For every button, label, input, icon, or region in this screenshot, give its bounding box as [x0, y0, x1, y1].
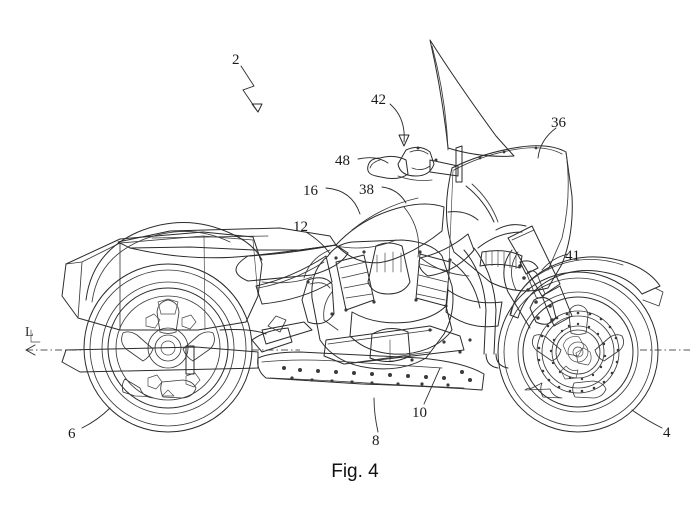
numeral-4: 4 [663, 425, 671, 441]
rider-seat [117, 227, 349, 284]
frame-rails [261, 247, 509, 369]
reference-numeral-labels: 2 42 36 48 16 38 12 41 6 8 10 4 [68, 52, 671, 449]
front-fairing [429, 39, 573, 328]
numeral-6: 6 [68, 426, 76, 442]
axis-label-L: L [25, 325, 34, 340]
leader-lines [81, 65, 663, 433]
v-twin-engine [301, 239, 472, 370]
numeral-16: 16 [303, 183, 319, 199]
upper-linkage [447, 183, 499, 223]
front-wheel [497, 271, 659, 433]
numeral-48: 48 [335, 153, 350, 169]
numeral-42: 42 [371, 92, 386, 108]
front-fork [477, 224, 573, 329]
exhaust-system [257, 325, 485, 391]
brake-disc-perforations [537, 311, 620, 393]
numeral-41: 41 [565, 248, 580, 264]
swingarm [61, 329, 267, 375]
front-fender [509, 256, 664, 319]
numeral-2: 2 [232, 52, 240, 68]
rear-fender [85, 221, 263, 303]
heat-shield-rivets [282, 366, 472, 387]
numeral-38: 38 [359, 182, 374, 198]
cooling-fin-hatch [376, 251, 402, 273]
handlebar-assembly [367, 145, 463, 183]
frame-side-cover [251, 255, 333, 353]
numeral-8: 8 [372, 433, 380, 449]
numeral-12: 12 [293, 219, 308, 235]
rear-saddlebag [61, 231, 263, 331]
figure-caption: Fig. 4 [331, 461, 379, 482]
numeral-36: 36 [551, 115, 567, 131]
numeral-10: 10 [412, 405, 427, 421]
